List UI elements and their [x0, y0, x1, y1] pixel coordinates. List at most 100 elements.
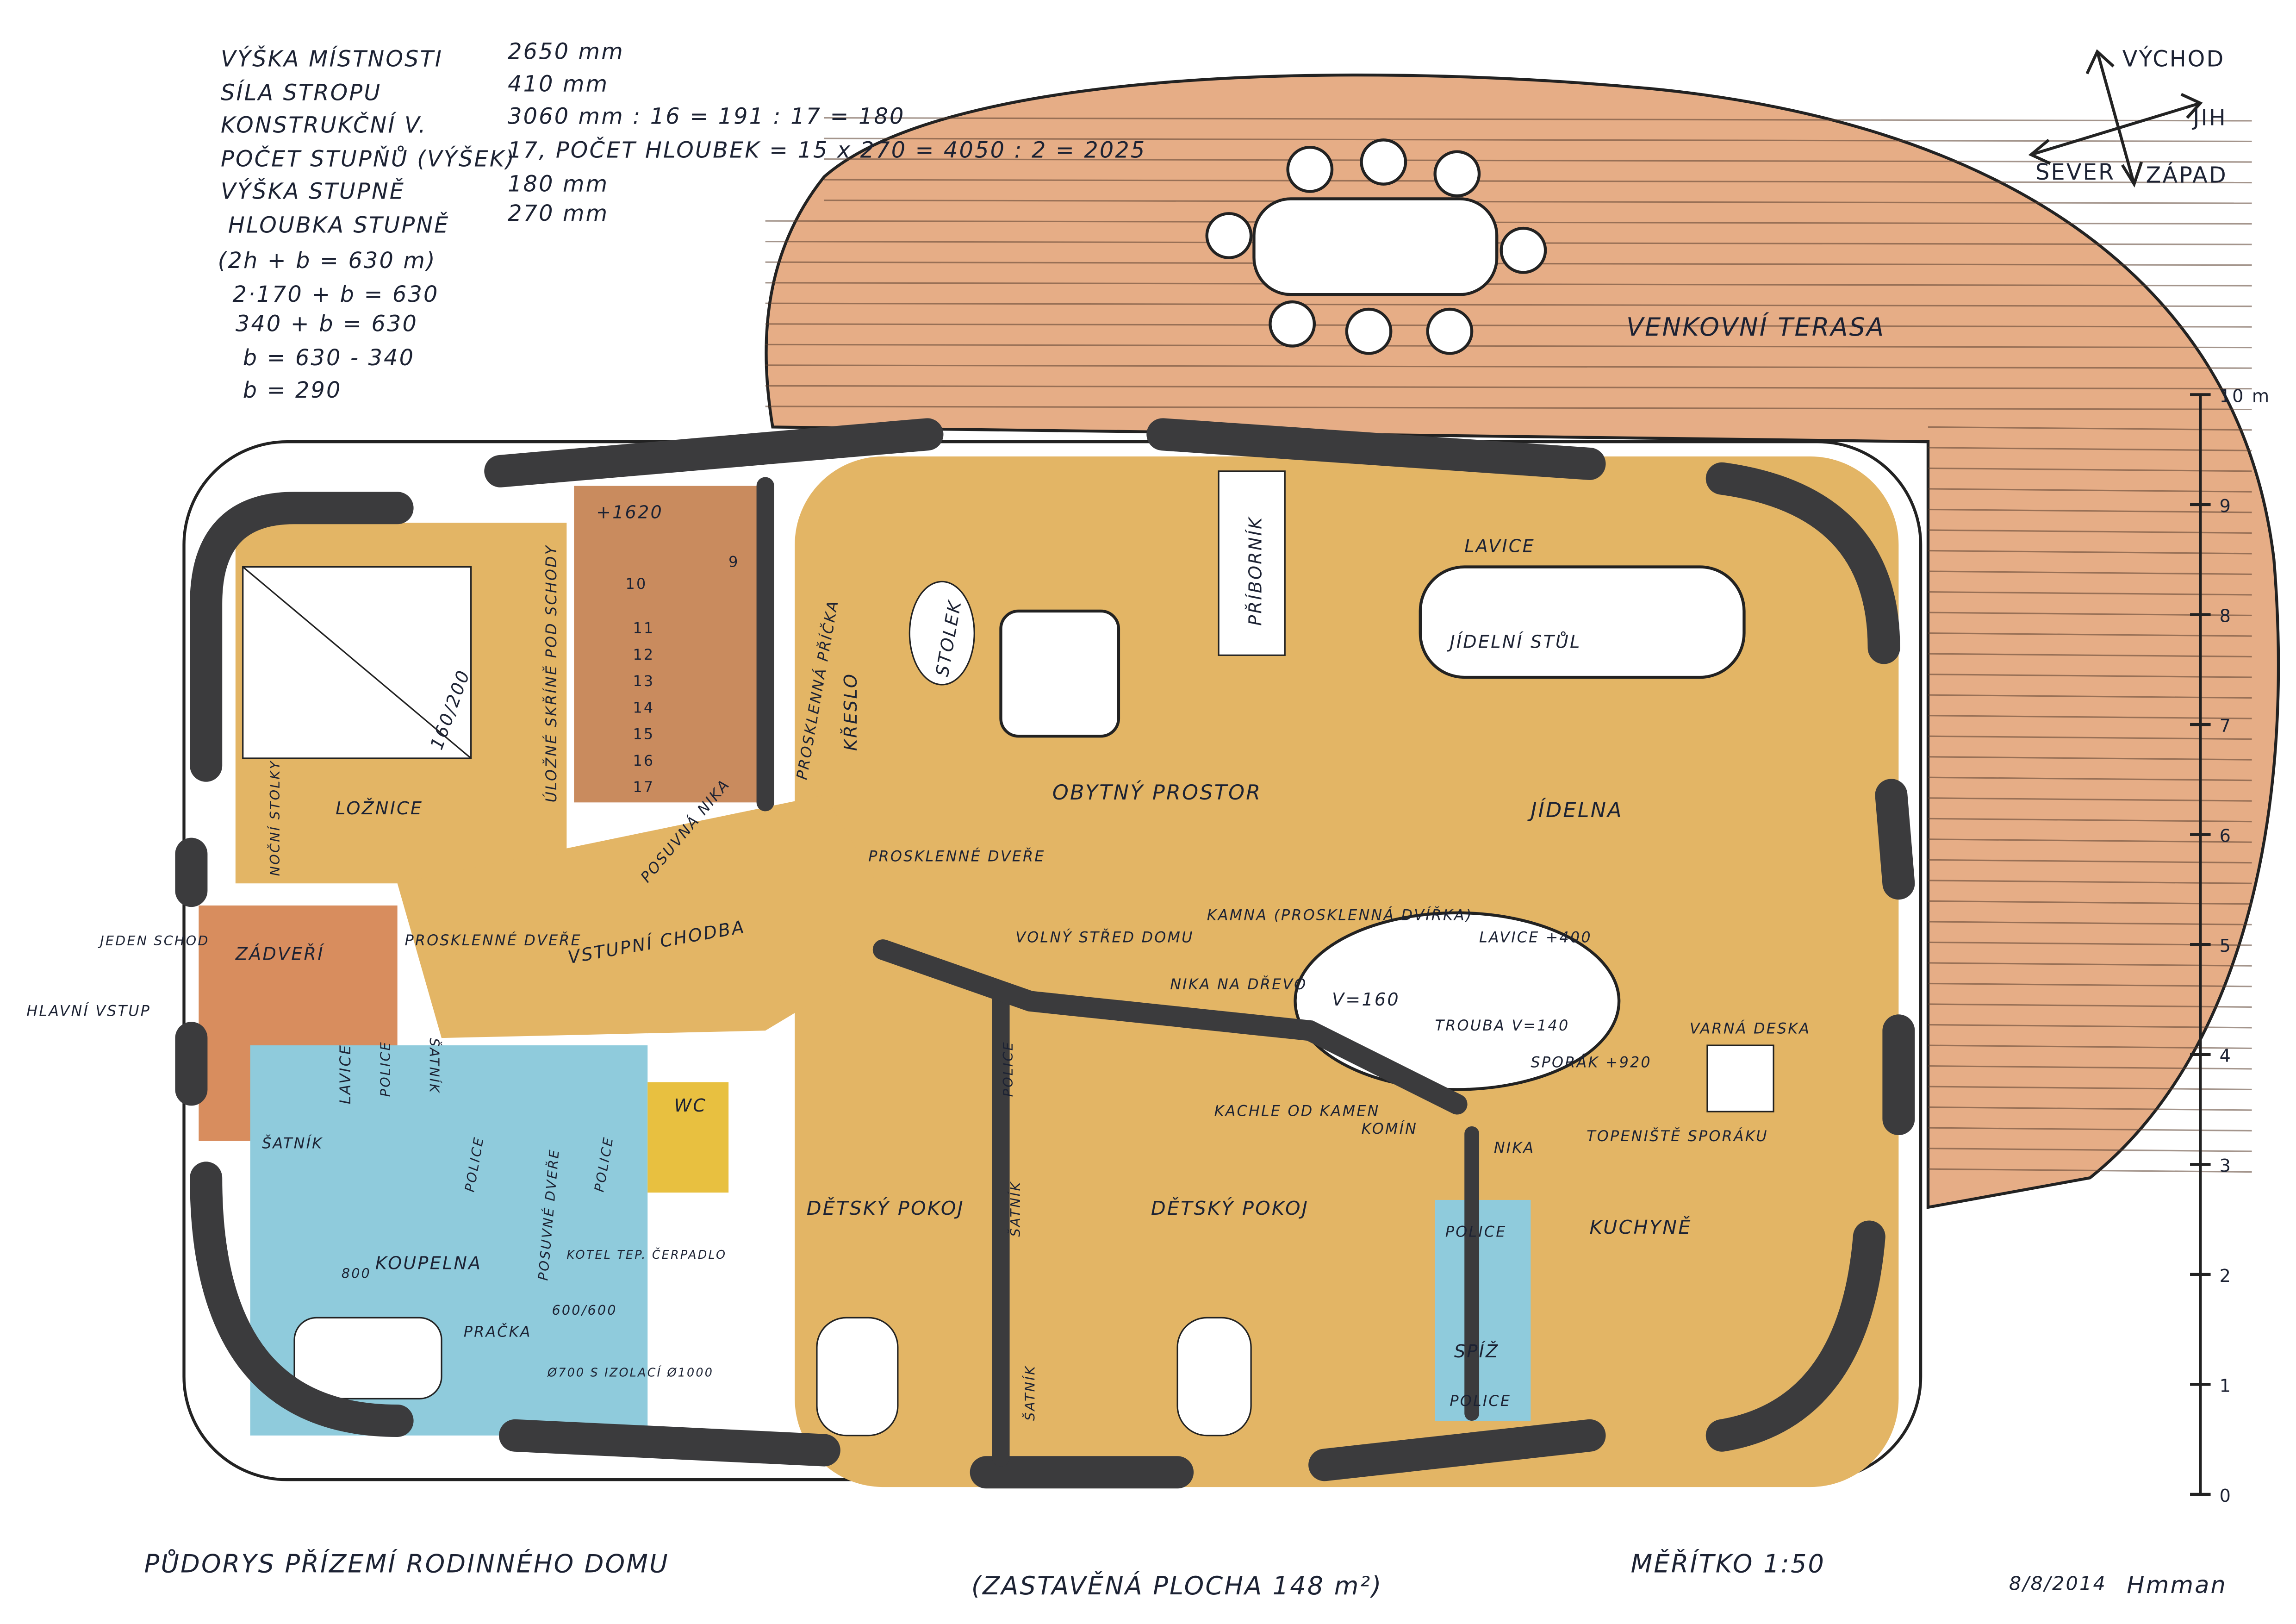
terrace-hatch-line — [765, 406, 2252, 410]
drawing-date: 8/8/2014 — [2009, 1573, 2107, 1595]
terrace-hatch-line — [1928, 1086, 2252, 1091]
terrace-hatch-line — [1928, 982, 2252, 987]
note-value: 270 mm — [508, 201, 609, 226]
chair-icon — [1433, 150, 1481, 198]
label-glass-door-1: PROSKLENNÉ DVEŘE — [868, 848, 1045, 865]
terrace-hatch-line — [1928, 756, 2252, 761]
label-vestibule: ZÁDVEŘÍ — [235, 943, 324, 964]
terrace-hatch-line — [765, 282, 2252, 287]
scale-tick-label: 5 — [2220, 936, 2232, 956]
label-under-stairs: ÚLOŽNÉ SKŘÍNĚ POD SCHODY — [542, 544, 560, 803]
terrace-hatch-line — [1928, 488, 2252, 493]
footer: PŮDORYS PŘÍZEMÍ RODINNÉHO DOMU (ZASTAVĚN… — [144, 1549, 2226, 1601]
terrace-hatch-line — [1928, 1003, 2252, 1008]
scale-tick-label: 4 — [2220, 1046, 2232, 1066]
compass-west: ZÁPAD — [2146, 162, 2228, 188]
label-kids-room-2: DĚTSKÝ POKOJ — [1151, 1197, 1309, 1219]
terrace-hatch-line — [1928, 1148, 2252, 1152]
label-hob: VARNÁ DESKA — [1690, 1020, 1811, 1037]
wc-area — [647, 1082, 729, 1193]
label-armchair: KŘESLO — [840, 673, 861, 751]
label-boiler-dim: 600/600 — [552, 1302, 617, 1318]
terrace-hatch-line — [1928, 1065, 2252, 1070]
note-label: HLOUBKA STUPNĚ — [228, 212, 450, 238]
note-value: 180 mm — [508, 172, 609, 197]
label-kids-shelf: POLICE — [1000, 1041, 1016, 1097]
terrace-hatch-line — [1928, 550, 2252, 555]
terrace-hatch-line — [1928, 735, 2252, 740]
terrace-hatch-line — [1928, 508, 2252, 513]
stair-step-number: 13 — [633, 673, 654, 690]
label-kitchen: KUCHYNĚ — [1590, 1216, 1692, 1238]
terrace-hatch-line — [1928, 776, 2252, 781]
note-value: 410 mm — [508, 71, 609, 97]
label-free-center: VOLNÝ STŘED DOMU — [1015, 928, 1194, 946]
note-value: 3060 mm : 16 = 191 : 17 = 180 — [508, 104, 905, 129]
terrace-hatch-line — [1928, 962, 2252, 967]
terrace-hatch-line — [1928, 1024, 2252, 1029]
terrace-hatch-line — [824, 117, 2252, 122]
label-dining: JÍDELNA — [1527, 798, 1623, 822]
label-glass-door-2: PROSKLENNÉ DVEŘE — [405, 931, 582, 949]
label-one-step: JEDEN SCHOD — [98, 933, 209, 949]
terrace-hatch-line — [1928, 1127, 2252, 1132]
scale-tick-label: 2 — [2220, 1266, 2232, 1286]
compass-north: SEVER — [2035, 160, 2115, 185]
label-pantry-shelf-2: POLICE — [1450, 1393, 1511, 1410]
terrace-hatch-line — [824, 179, 2252, 184]
label-kids-wardrobe-1: ŠATNÍK — [1008, 1181, 1023, 1237]
compass — [2028, 49, 2203, 188]
terrace-hatch-line — [765, 302, 2252, 307]
terrace-hatch-line — [1928, 838, 2252, 843]
arrow-north-south-icon — [2030, 101, 2201, 156]
terrace-hatch-line — [1928, 818, 2252, 823]
chair-icon — [1286, 145, 1334, 193]
label-wood-niche: NIKA NA DŘEVO — [1170, 975, 1307, 993]
walls — [175, 418, 1915, 1489]
stair-step-number: 9 — [728, 554, 739, 571]
terrace-hatch-line — [1928, 1106, 2252, 1111]
terrace-hatch-line — [1928, 921, 2252, 925]
terrace-hatch-line — [1928, 880, 2252, 884]
label-wardrobe-a: ŠATNÍK — [427, 1038, 442, 1094]
scale-tick-label: 3 — [2220, 1156, 2232, 1176]
label-boiler: KOTEL TEP. ČERPADLO — [566, 1248, 727, 1262]
terrace-label: VENKOVNÍ TERASA — [1626, 312, 1885, 342]
compass-east: VÝCHOD — [2122, 45, 2225, 72]
stair-step-number: 15 — [633, 726, 654, 743]
label-main-entrance: HLAVNÍ VSTUP — [26, 1002, 151, 1019]
terrace-hatch-line — [1928, 797, 2252, 802]
scale-tick-label: 10 m — [2220, 386, 2271, 406]
terrace-hatch-line — [1928, 1044, 2252, 1049]
stair-step-number: 14 — [633, 699, 654, 716]
note-label: VÝŠKA MÍSTNOSTI — [221, 45, 443, 72]
stair-step-number: 12 — [633, 646, 654, 663]
stair-step-number: 16 — [633, 752, 654, 769]
label-kids-wardrobe-2: ŠATNÍK — [1022, 1365, 1038, 1421]
stair-step-number: 11 — [633, 620, 654, 637]
terrace-hatch-line — [1928, 1168, 2252, 1173]
house — [182, 440, 1923, 1487]
note-value: 17, POČET HLOUBEK = 15 x 270 = 4050 : 2 … — [508, 137, 1146, 163]
scale-tick-label: 7 — [2220, 716, 2232, 736]
label-stove: KAMNA (PROSKLENNÁ DVÍŘKA) — [1207, 906, 1473, 924]
terrace-hatch-line — [1928, 447, 2252, 451]
terrace-hatch-line — [765, 385, 2252, 390]
chair-icon — [1360, 138, 1407, 186]
terrace-hatch-line — [765, 364, 2252, 369]
terrace-hatch-line — [1928, 426, 2252, 431]
label-bath-dim: 800 — [342, 1266, 371, 1281]
scale-tick-label: 9 — [2220, 496, 2232, 516]
scale-tick-label: 1 — [2220, 1375, 2232, 1396]
formula-line: b = 630 - 340 — [243, 345, 415, 371]
label-stove-height: V=160 — [1332, 989, 1400, 1010]
label-firebox: TOPENIŠTĚ SPORÁKU — [1587, 1127, 1768, 1145]
note-label: POČET STUPŇŮ (VÝŠEK) — [221, 146, 516, 172]
terrace-hatch-line — [1928, 591, 2252, 596]
label-sideboard: PŘÍBORNÍK — [1244, 516, 1265, 626]
hall-area — [397, 795, 913, 1038]
terrace-hatch-line — [1928, 859, 2252, 864]
terrace-hatch-line — [1928, 632, 2252, 637]
label-night-tables: NOČNÍ STOLKY — [267, 760, 283, 876]
